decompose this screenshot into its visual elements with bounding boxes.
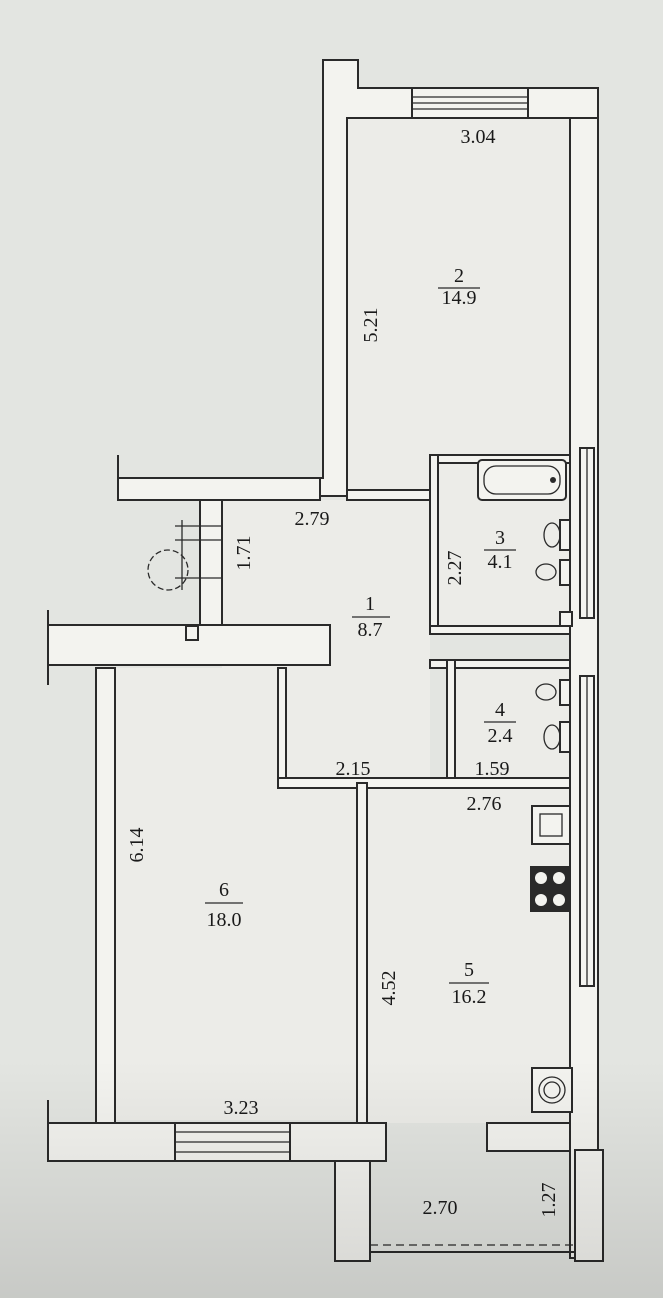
svg-text:2: 2 xyxy=(454,265,464,287)
svg-text:18.0: 18.0 xyxy=(207,909,242,931)
boiler-icon xyxy=(531,1067,573,1113)
dim-4-52: 4.52 xyxy=(378,971,400,1006)
svg-text:6: 6 xyxy=(219,879,229,901)
svg-text:16.2: 16.2 xyxy=(452,986,487,1008)
svg-text:1: 1 xyxy=(365,593,375,615)
stove-icon xyxy=(530,866,570,912)
dim-2-70: 2.70 xyxy=(423,1197,458,1219)
shaft-icon xyxy=(559,611,573,627)
room-3-label: 3 4.1 xyxy=(484,527,516,573)
room-1-label: 1 8.7 xyxy=(352,593,390,641)
dim-3-23: 3.23 xyxy=(224,1097,259,1119)
dim-1-71: 1.71 xyxy=(233,536,255,571)
room-6-label: 6 18.0 xyxy=(205,879,243,931)
dim-6-14: 6.14 xyxy=(126,828,148,863)
svg-text:2.4: 2.4 xyxy=(488,725,513,747)
svg-text:3: 3 xyxy=(495,527,505,549)
bathtub-icon xyxy=(477,459,567,501)
riser-icon xyxy=(147,520,222,641)
room-2-label: 2 14.9 xyxy=(438,265,480,309)
dim-5-21: 5.21 xyxy=(360,308,382,343)
svg-text:8.7: 8.7 xyxy=(358,619,383,641)
svg-text:4.1: 4.1 xyxy=(488,551,513,573)
dim-2-79: 2.79 xyxy=(295,508,330,530)
dim-1-59: 1.59 xyxy=(475,758,510,780)
room-4-label: 4 2.4 xyxy=(484,699,516,747)
sink-icon xyxy=(543,519,571,551)
svg-text:14.9: 14.9 xyxy=(442,287,477,309)
room-5-label: 5 16.2 xyxy=(449,959,489,1008)
wc-toilet-icon xyxy=(535,679,571,706)
dim-3-04: 3.04 xyxy=(461,126,496,148)
dim-2-76: 2.76 xyxy=(467,793,502,815)
toilet-icon xyxy=(535,559,571,586)
svg-text:4: 4 xyxy=(495,699,505,721)
dim-2-15: 2.15 xyxy=(336,758,371,780)
dim-1-27: 1.27 xyxy=(538,1183,560,1218)
wc-sink-icon xyxy=(543,721,571,753)
svg-text:5: 5 xyxy=(464,959,474,981)
kitchen-sink-icon xyxy=(531,805,571,845)
dim-2-27: 2.27 xyxy=(444,551,466,586)
